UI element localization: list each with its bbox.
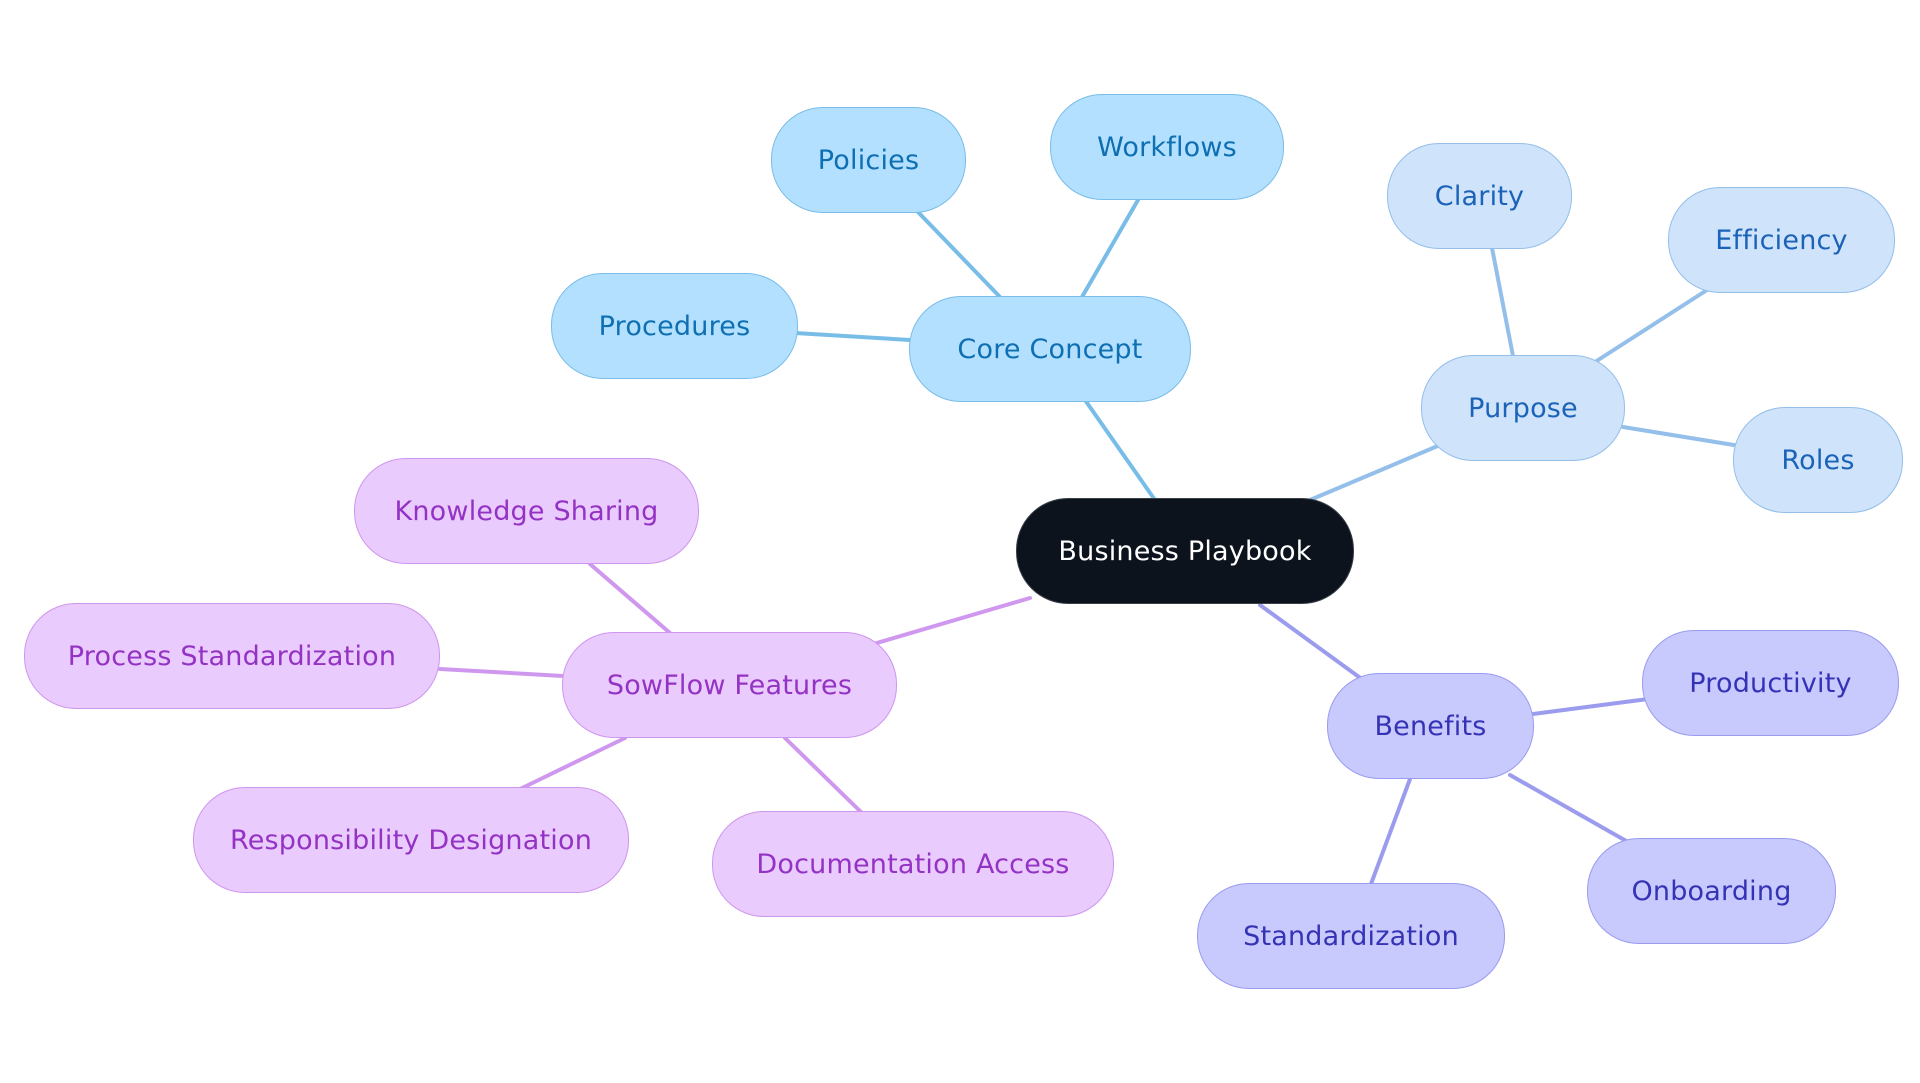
edge-root-benefits: [1258, 603, 1372, 687]
leaf-node-onboarding[interactable]: Onboarding: [1587, 838, 1836, 944]
leaf-node-documentation-access[interactable]: Documentation Access: [712, 811, 1114, 917]
leaf-label-knowledge-sharing: Knowledge Sharing: [394, 495, 659, 527]
edge-sowflow-responsibility-designation: [516, 736, 627, 792]
leaf-label-efficiency: Efficiency: [1715, 224, 1848, 256]
leaf-label-policies: Policies: [817, 144, 920, 176]
leaf-node-productivity[interactable]: Productivity: [1642, 630, 1899, 736]
leaf-node-clarity[interactable]: Clarity: [1387, 143, 1572, 249]
edge-root-sowflow-features: [868, 596, 1032, 647]
edge-root-purpose: [1308, 443, 1442, 502]
leaf-label-standardization: Standardization: [1243, 920, 1459, 952]
leaf-node-knowledge-sharing[interactable]: Knowledge Sharing: [354, 458, 699, 564]
edge-purpose-roles: [1621, 425, 1742, 448]
leaf-label-procedures: Procedures: [598, 310, 751, 342]
edge-sowflow-process-standardization: [438, 667, 565, 678]
edge-core-procedures: [793, 331, 912, 342]
edge-sowflow-documentation-access: [783, 736, 864, 815]
branch-node-purpose[interactable]: Purpose: [1421, 355, 1625, 461]
edge-root-core-concept: [1083, 398, 1157, 502]
root-node[interactable]: Business Playbook: [1016, 498, 1354, 604]
leaf-node-roles[interactable]: Roles: [1733, 407, 1903, 513]
leaf-label-responsibility-designation: Responsibility Designation: [229, 824, 593, 856]
leaf-label-onboarding: Onboarding: [1631, 875, 1792, 907]
edge-purpose-clarity: [1490, 246, 1515, 358]
edge-benefits-standardization: [1369, 777, 1412, 886]
leaf-label-process-standardization: Process Standardization: [67, 640, 397, 672]
leaf-label-clarity: Clarity: [1434, 180, 1525, 212]
branch-node-core-concept[interactable]: Core Concept: [909, 296, 1191, 402]
leaf-node-workflows[interactable]: Workflows: [1050, 94, 1284, 200]
branch-label-benefits: Benefits: [1374, 710, 1487, 742]
branch-label-purpose: Purpose: [1468, 392, 1578, 424]
leaf-node-responsibility-designation[interactable]: Responsibility Designation: [193, 787, 629, 893]
leaf-node-procedures[interactable]: Procedures: [551, 273, 798, 379]
edge-benefits-productivity: [1531, 697, 1650, 716]
root-node-label: Business Playbook: [1058, 535, 1312, 567]
leaf-node-process-standardization[interactable]: Process Standardization: [24, 603, 440, 709]
edge-benefits-onboarding: [1508, 773, 1630, 844]
edge-core-workflows: [1080, 198, 1140, 299]
edge-core-policies: [916, 210, 1002, 299]
branch-label-sowflow-features: SowFlow Features: [606, 669, 853, 701]
leaf-label-documentation-access: Documentation Access: [756, 848, 1070, 880]
leaf-label-productivity: Productivity: [1689, 667, 1852, 699]
branch-node-benefits[interactable]: Benefits: [1327, 673, 1534, 779]
branch-label-core-concept: Core Concept: [957, 333, 1143, 365]
branch-node-sowflow-features[interactable]: SowFlow Features: [562, 632, 897, 738]
leaf-node-standardization[interactable]: Standardization: [1197, 883, 1505, 989]
leaf-node-policies[interactable]: Policies: [771, 107, 966, 213]
leaf-node-efficiency[interactable]: Efficiency: [1668, 187, 1895, 293]
leaf-label-roles: Roles: [1781, 444, 1855, 476]
leaf-label-workflows: Workflows: [1097, 131, 1237, 163]
edge-sowflow-knowledge-sharing: [588, 562, 672, 635]
edge-purpose-efficiency: [1593, 288, 1709, 364]
